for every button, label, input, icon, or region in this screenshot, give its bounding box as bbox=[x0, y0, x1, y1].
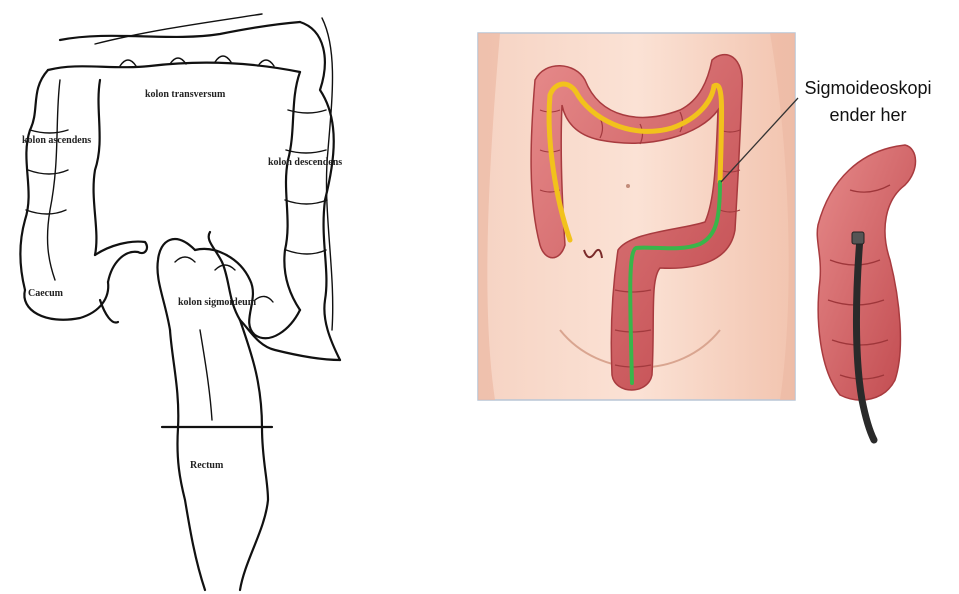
callout-line-1: Sigmoideoskopi bbox=[804, 78, 931, 98]
label-kolon-ascendens: kolon ascendens bbox=[22, 135, 91, 146]
sigmoid-segment-with-endoscope bbox=[817, 145, 915, 440]
callout-line-2: ender her bbox=[829, 105, 906, 125]
label-kolon-sigmoideum: kolon sigmoideum bbox=[178, 297, 257, 308]
label-kolon-transversum: kolon transversum bbox=[145, 89, 226, 100]
abdomen-illustration bbox=[478, 33, 795, 400]
label-rectum: Rectum bbox=[190, 460, 224, 471]
label-caecum: Caecum bbox=[28, 288, 64, 299]
label-kolon-descendens: kolon descendens bbox=[268, 157, 342, 168]
